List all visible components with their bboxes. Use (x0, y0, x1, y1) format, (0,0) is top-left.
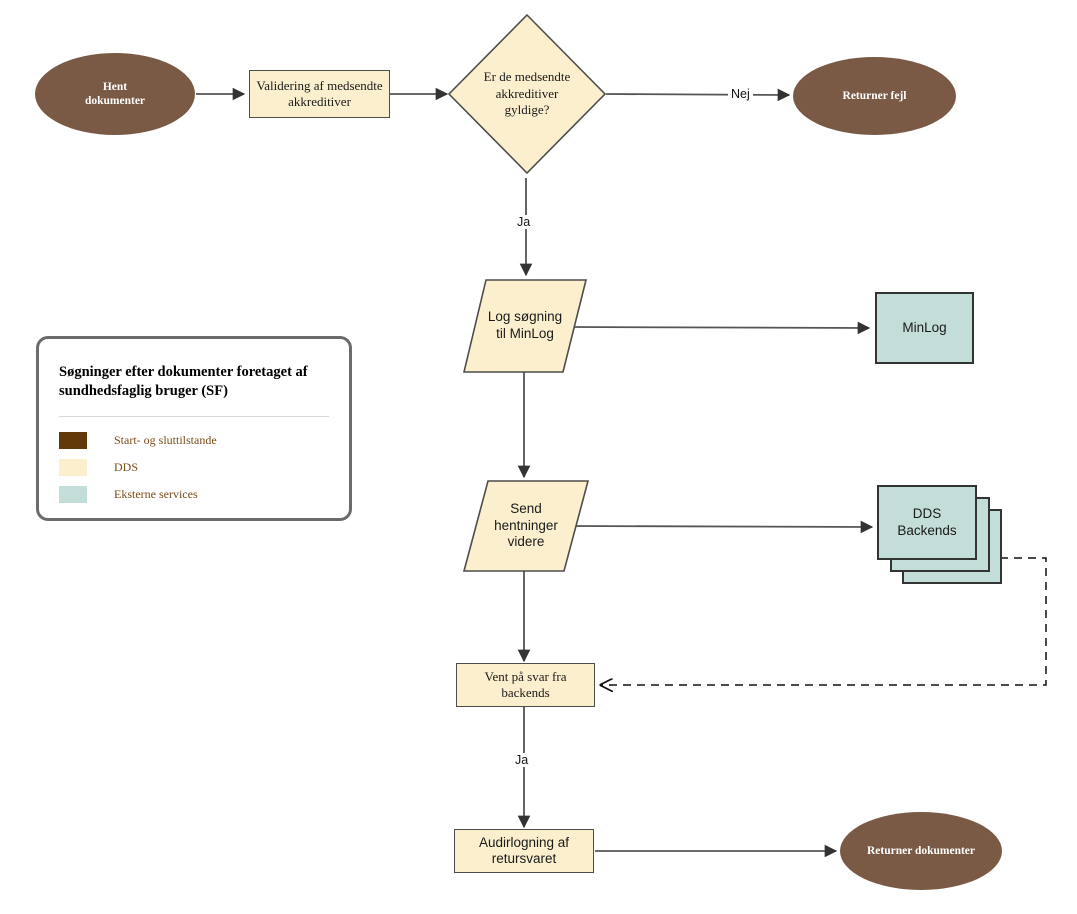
node-validering[interactable]: Validering af medsendte akkreditiver (249, 70, 390, 118)
node-returner-dokumenter-label: Returner dokumenter (866, 844, 976, 857)
legend-item-eksterne-services: Eksterne services (59, 481, 329, 508)
node-hent-dokumenter-label: Hent dokumenter (84, 80, 146, 107)
legend-item-start-og-sluttilstande: Start- og sluttilstande (59, 427, 329, 454)
legend-swatch-terminator (59, 431, 87, 449)
node-minlog[interactable]: MinLog (875, 292, 974, 364)
node-vent-paa-svar[interactable]: Vent på svar fra backends (456, 663, 595, 707)
legend-divider (59, 415, 329, 417)
node-decision[interactable]: Er de medsendte akkreditiver gyldige? (447, 13, 607, 175)
dds-backends-stack-layer-1: DDS Backends (877, 485, 977, 560)
edge-log-sogning-to-minlog (569, 321, 871, 335)
edge-label-ja-decision: Ja (514, 215, 534, 229)
node-minlog-label: MinLog (902, 319, 947, 335)
edge-decision-to-returner-fejl (605, 88, 791, 102)
edge-label-nej: Nej (728, 87, 753, 101)
node-audirlogning-label: Audirlogning af retursvaret (478, 834, 570, 866)
node-dds-backends[interactable]: DDS Backends (877, 485, 1003, 603)
legend-label-terminator: Start- og sluttilstande (114, 432, 217, 447)
legend-swatch-eksterne-services (59, 485, 87, 503)
legend-title: Søgninger efter dokumenter foretaget af … (59, 364, 308, 400)
send-hentninger-shape (462, 480, 590, 572)
node-dds-backends-label: DDS Backends (897, 506, 957, 538)
node-log-sogning[interactable]: Log søgning til MinLog (462, 278, 588, 374)
legend-swatch-dds (59, 458, 87, 476)
node-vent-paa-svar-label: Vent på svar fra backends (484, 669, 567, 700)
node-validering-label: Validering af medsendte akkreditiver (256, 78, 383, 109)
node-returner-dokumenter[interactable]: Returner dokumenter (840, 812, 1002, 890)
edge-label-ja-vent: Ja (512, 753, 532, 767)
legend-label-dds: DDS (114, 459, 139, 474)
edge-send-hentninger-to-dds-backends (571, 520, 874, 534)
edge-dds-backends-to-vent-dashed (601, 557, 1047, 685)
node-log-sogning-label: Log søgning til MinLog (487, 309, 563, 341)
node-send-hentninger-label: Send hentninger videre (494, 500, 558, 550)
legend-label-eksterne-services: Eksterne services (114, 486, 198, 501)
legend-item-dds: DDS (59, 454, 329, 481)
decision-shape (447, 13, 607, 175)
node-audirlogning[interactable]: Audirlogning af retursvaret (454, 829, 594, 873)
node-send-hentninger[interactable]: Send hentninger videre (462, 479, 590, 573)
node-returner-fejl[interactable]: Returner fejl (793, 57, 956, 135)
legend-panel: Søgninger efter dokumenter foretaget af … (36, 336, 352, 521)
log-sogning-shape (462, 279, 588, 373)
node-hent-dokumenter[interactable]: Hent dokumenter (35, 53, 195, 135)
node-returner-fejl-label: Returner fejl (842, 89, 907, 102)
node-decision-label: Er de medsendte akkreditiver gyldige? (483, 68, 571, 118)
